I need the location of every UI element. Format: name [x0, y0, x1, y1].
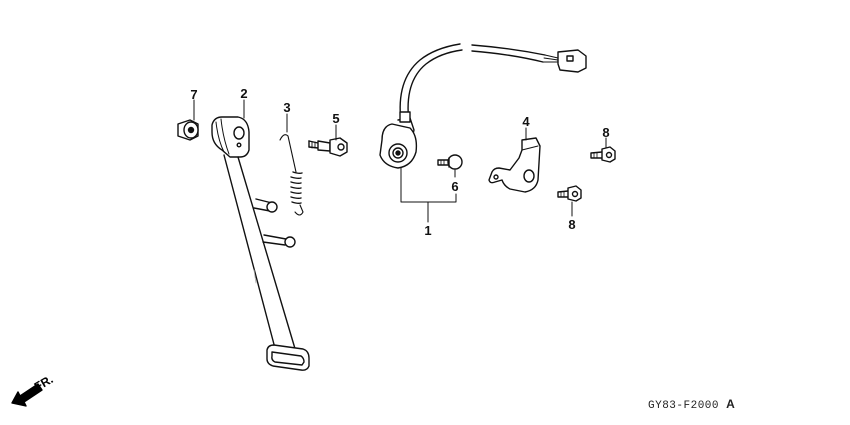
- spring-part-3[interactable]: [279, 113, 304, 216]
- switch-bolt-part-6[interactable]: [437, 154, 463, 178]
- callout-4[interactable]: 4: [522, 114, 530, 129]
- switch-bracket-part-4[interactable]: [488, 127, 541, 193]
- callout-8-upper[interactable]: 8: [602, 125, 610, 140]
- bolt-part-8-upper[interactable]: [590, 137, 616, 163]
- diagram-code-suffix: A: [726, 397, 736, 411]
- callout-3[interactable]: 3: [283, 100, 291, 115]
- side-stand-part-2[interactable]: [211, 99, 310, 371]
- callout-1[interactable]: 1: [424, 223, 432, 238]
- callout-6[interactable]: 6: [451, 179, 459, 194]
- front-direction-arrow-icon: [11, 383, 43, 407]
- callout-5[interactable]: 5: [332, 111, 340, 126]
- side-stand-switch-part-1[interactable]: [379, 43, 587, 223]
- bolt-part-8-lower[interactable]: [557, 185, 582, 217]
- diagram-code: GY83-F2000 A: [648, 397, 735, 412]
- callout-8-lower[interactable]: 8: [568, 217, 576, 232]
- nut-part-7[interactable]: [177, 99, 199, 141]
- callout-2[interactable]: 2: [240, 86, 248, 101]
- diagram-code-text: GY83-F2000: [648, 400, 720, 412]
- pivot-bolt-part-5[interactable]: [308, 124, 348, 157]
- callout-7[interactable]: 7: [190, 87, 198, 102]
